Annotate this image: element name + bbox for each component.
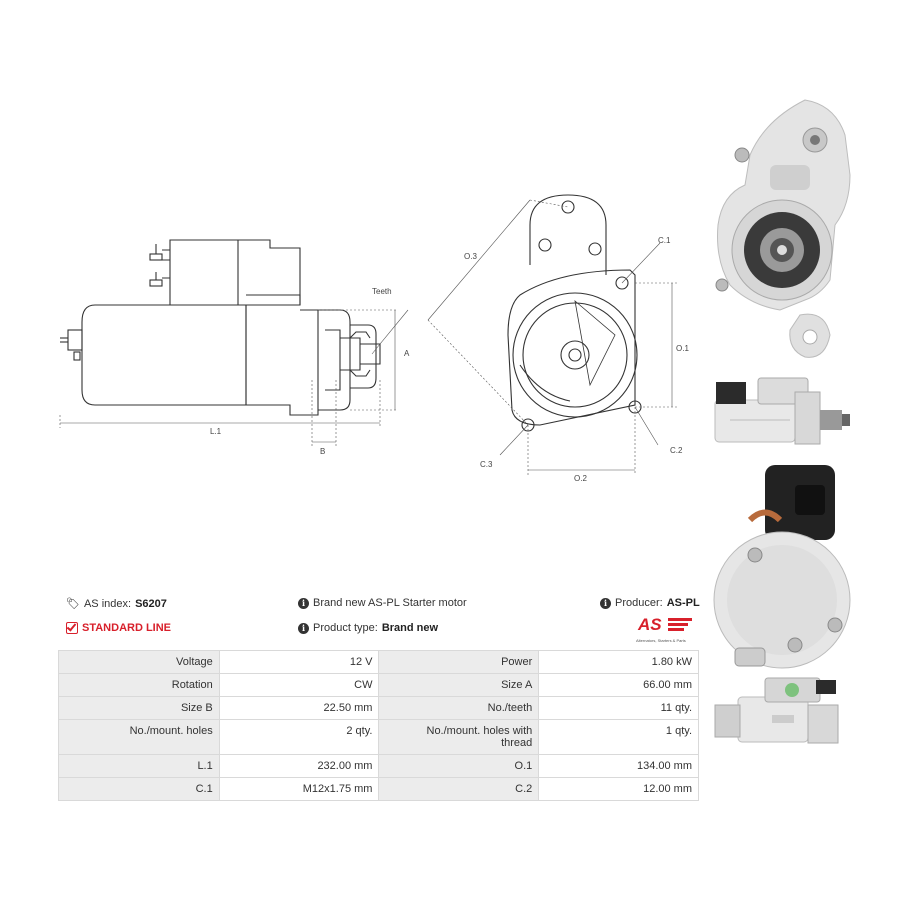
as-index: 🏷︎ AS index: S6207 [66, 597, 167, 611]
info-icon: i [600, 597, 611, 609]
logo-text: AS [637, 615, 662, 634]
info-icon: i [298, 622, 309, 634]
spec-label: No./teeth [378, 696, 540, 720]
dimension-o1-label: O.1 [676, 344, 689, 353]
standard-line: STANDARD LINE [66, 622, 171, 634]
standard-line-label: STANDARD LINE [82, 622, 172, 634]
table-row: C.1 M12x1.75 mm C.2 12.00 mm [58, 777, 699, 801]
product-photo-angled [714, 677, 839, 744]
product-photo-rear [713, 465, 851, 669]
spec-value: 1.80 kW [538, 650, 699, 674]
spec-value: CW [218, 673, 380, 697]
dimension-b-label: B [320, 447, 325, 456]
dimension-c2-label: C.2 [670, 446, 683, 455]
spec-value: 12 V [218, 650, 380, 674]
table-row: Rotation CW Size A 66.00 mm [58, 673, 699, 697]
description-text: Brand new AS-PL Starter motor [313, 597, 467, 609]
table-row: Size B 22.50 mm No./teeth 11 qty. [58, 696, 699, 720]
spec-value: 22.50 mm [218, 696, 380, 720]
producer: i Producer: AS-PL [600, 597, 700, 609]
description: i Brand new AS-PL Starter motor [298, 597, 467, 609]
spec-label: Power [378, 650, 540, 674]
product-type-label: Product type: [313, 622, 378, 634]
spec-label: Size B [58, 696, 220, 720]
dimension-c3-label: C.3 [480, 460, 493, 469]
spec-value: 134.00 mm [538, 754, 699, 778]
dimension-o3-label: O.3 [464, 252, 477, 261]
spec-label: Size A [378, 673, 540, 697]
spec-label: No./mount. holes [58, 719, 220, 755]
front-view-drawing: O.3 C.1 O.1 C.2 C.3 O.2 [427, 194, 689, 483]
spec-value: 232.00 mm [218, 754, 380, 778]
spec-table: Voltage 12 V Power 1.80 kW Rotation CW S… [58, 650, 699, 801]
as-index-value: S6207 [135, 597, 167, 610]
product-photo-side [714, 377, 850, 445]
spec-label: C.2 [378, 777, 540, 801]
table-row: No./mount. holes 2 qty. No./mount. holes… [58, 719, 699, 755]
spec-label: C.1 [58, 777, 220, 801]
info-icon: i [298, 597, 309, 609]
product-type-value: Brand new [381, 622, 439, 634]
spec-value: 1 qty. [538, 719, 699, 755]
spec-value: 11 qty. [538, 696, 699, 720]
as-index-label: AS index: [83, 597, 132, 610]
table-row: Voltage 12 V Power 1.80 kW [58, 650, 699, 674]
spec-label: Rotation [58, 673, 220, 697]
tag-icon: 🏷︎ [66, 598, 80, 610]
checkbox-icon [66, 622, 78, 634]
table-row: L.1 232.00 mm O.1 134.00 mm [58, 754, 699, 778]
spec-label: No./mount. holes with thread [378, 719, 540, 755]
spec-value: 2 qty. [218, 719, 380, 755]
spec-value: M12x1.75 mm [218, 777, 380, 801]
product-photo-front [715, 99, 851, 358]
dimension-l1-label: L.1 [210, 427, 222, 436]
dimension-a-label: A [404, 349, 410, 358]
spec-value: 12.00 mm [538, 777, 699, 801]
logo-tagline: Alternators, Starters & Parts [636, 638, 686, 643]
as-pl-logo: AS Alternators, Starters & Parts [636, 614, 700, 643]
as-pl-logo-mark: AS [637, 615, 692, 634]
product-type: i Product type: Brand new [298, 622, 438, 634]
producer-value: AS-PL [666, 597, 700, 609]
teeth-label: Teeth [372, 287, 392, 296]
spec-label: O.1 [378, 754, 540, 778]
dimension-o2-label: O.2 [574, 474, 587, 483]
side-view-drawing: Teeth A L.1 B [59, 239, 410, 456]
spec-label: Voltage [58, 650, 220, 674]
producer-label: Producer: [615, 597, 663, 609]
spec-label: L.1 [58, 754, 220, 778]
dimension-c1-label: C.1 [658, 236, 671, 245]
spec-value: 66.00 mm [538, 673, 699, 697]
